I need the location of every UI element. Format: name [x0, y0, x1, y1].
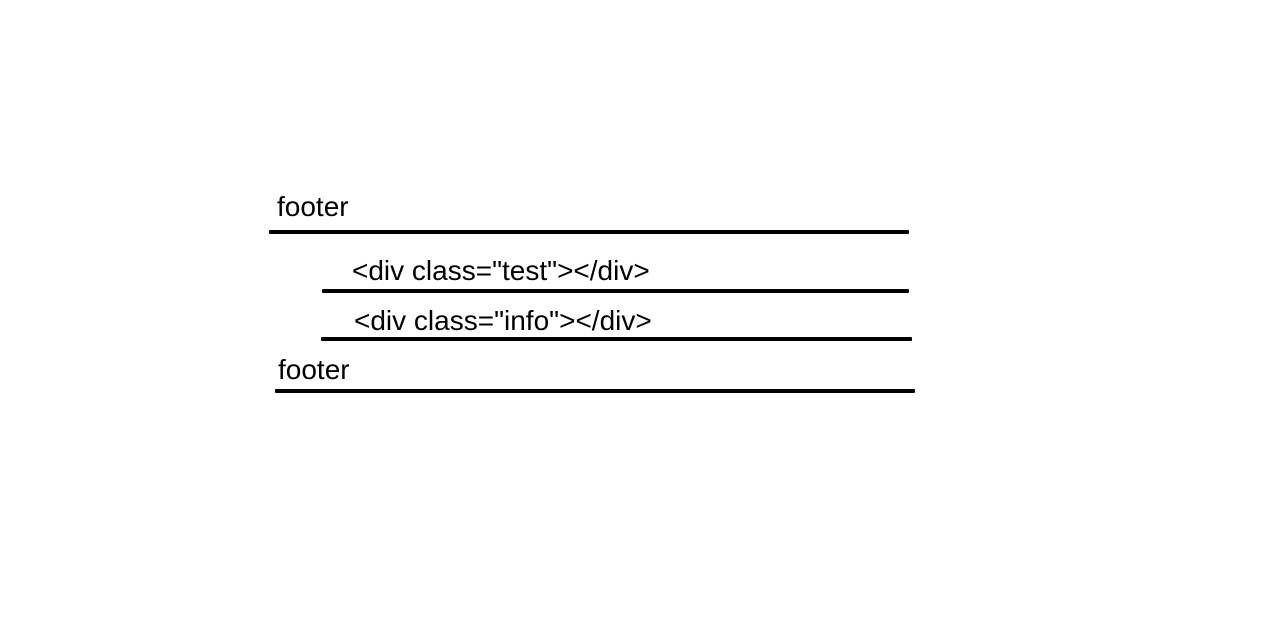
footer-top-label: footer: [277, 191, 349, 222]
div-test-label: <div class="test"></div>: [352, 255, 650, 286]
div-info-label: <div class="info"></div>: [354, 305, 652, 336]
div-test-underline: [322, 289, 909, 293]
div-info-underline: [321, 337, 912, 341]
footer-bottom-underline: [275, 389, 915, 393]
footer-top-underline: [269, 230, 909, 234]
footer-bottom-label: footer: [278, 354, 350, 385]
